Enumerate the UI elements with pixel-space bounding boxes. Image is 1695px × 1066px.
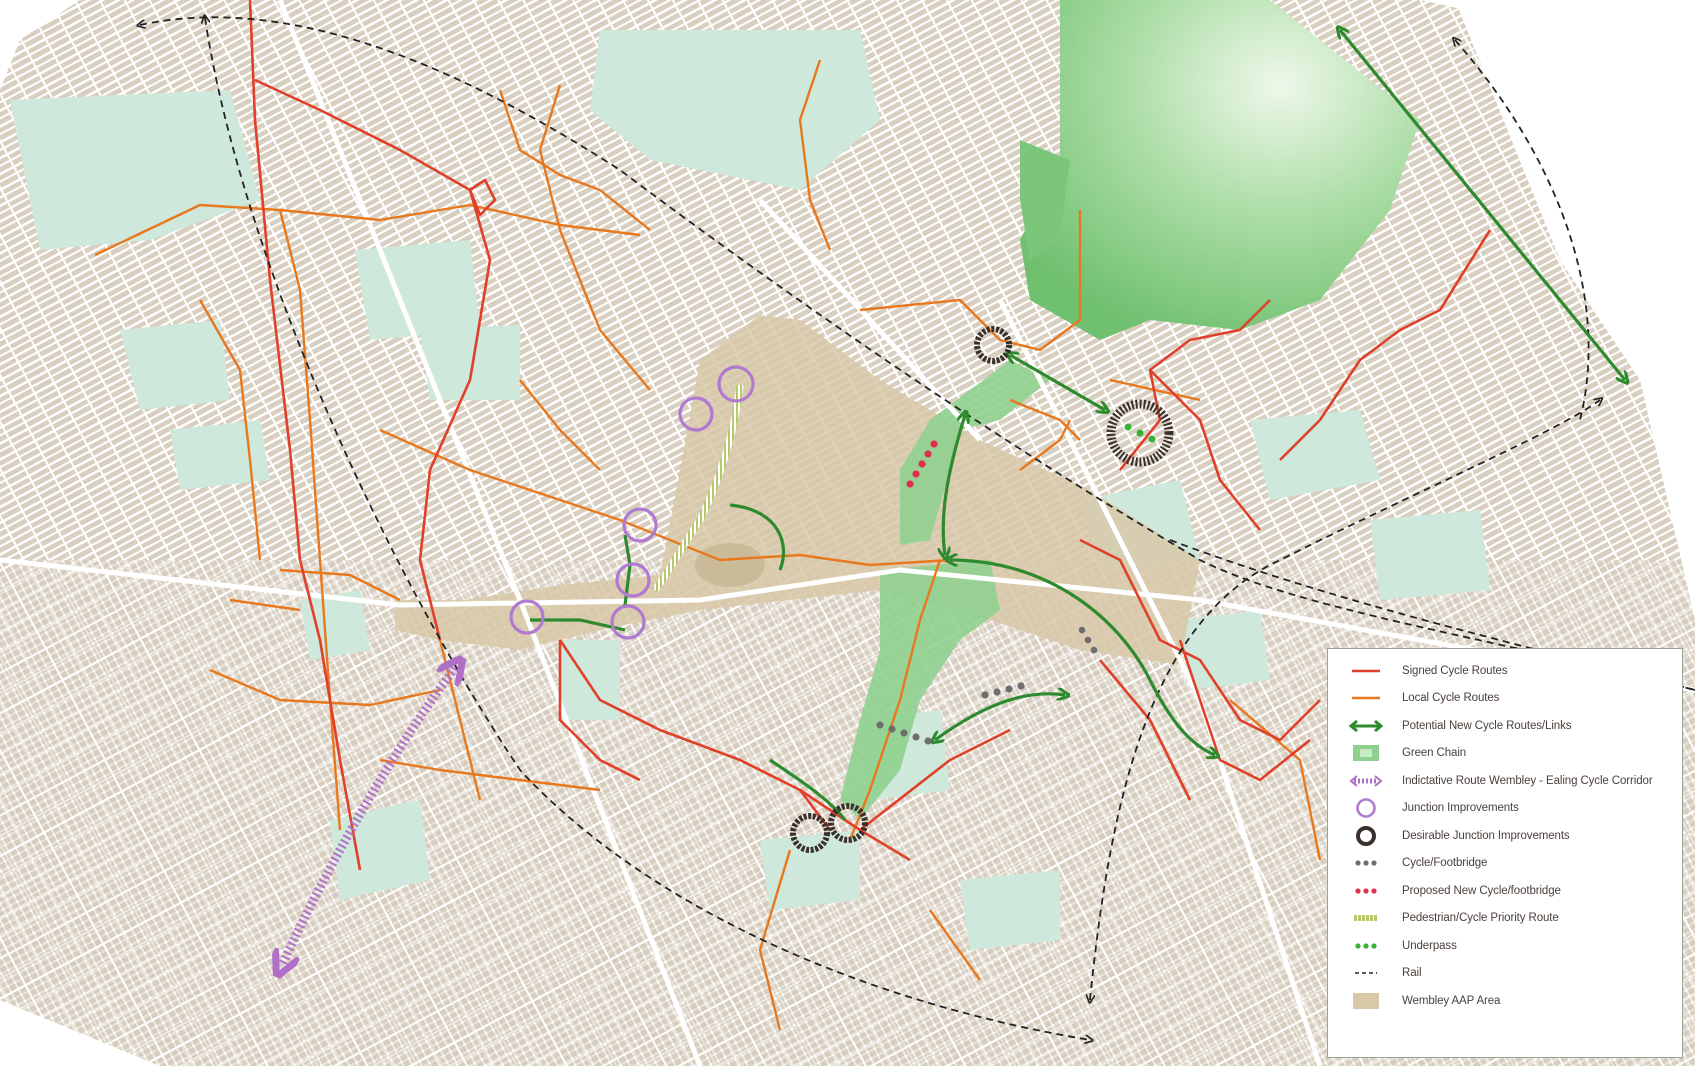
legend-label: Wembley AAP Area [1402, 994, 1501, 1007]
beige-square-icon [1346, 989, 1386, 1013]
red-line-icon [1346, 659, 1386, 683]
green-dots-icon [1346, 934, 1386, 958]
legend-item-desirable: Desirable Junction Improvements [1346, 822, 1672, 850]
junction-improvements [509, 365, 755, 640]
legend-item-green: Green Chain [1346, 740, 1672, 768]
legend-item-new: Potential New Cycle Routes/Links [1346, 712, 1672, 740]
legend-item-rail: Rail [1346, 960, 1672, 988]
orange-line-icon [1346, 686, 1386, 710]
legend-item-local: Local Cycle Routes [1346, 685, 1672, 713]
legend-label: Cycle/Footbridge [1402, 857, 1488, 870]
legend-label: Rail [1402, 967, 1422, 980]
map-border-bottomleft [0, 1000, 160, 1066]
legend-label: Green Chain [1402, 747, 1467, 760]
legend-item-proposed: Proposed New Cycle/footbridge [1346, 877, 1672, 905]
legend-item-signed: Signed Cycle Routes [1346, 657, 1672, 685]
cycle-footbridges [876, 626, 1098, 745]
purple-dotted-arrow-icon [1346, 769, 1386, 793]
purple-ring-icon [1346, 796, 1386, 820]
proposed-footbridge [906, 440, 938, 488]
legend-label: Pedestrian/Cycle Priority Route [1402, 912, 1559, 925]
legend-item-underpass: Underpass [1346, 932, 1672, 960]
hatched-line-icon [1346, 906, 1386, 930]
map-border-topleft [0, 0, 80, 90]
legend-label: Potential New Cycle Routes/Links [1402, 719, 1572, 732]
green-chain-north [1020, 0, 1420, 340]
red-dots-icon [1346, 879, 1386, 903]
legend-item-aap: Wembley AAP Area [1346, 987, 1672, 1015]
legend-label: Underpass [1402, 939, 1457, 952]
legend-item-footbridge: Cycle/Footbridge [1346, 850, 1672, 878]
legend-item-corridor: Indictative Route Wembley - Ealing Cycle… [1346, 767, 1672, 795]
legend-label: Desirable Junction Improvements [1402, 829, 1570, 842]
map-border-right [1455, 0, 1695, 620]
underpass [1124, 423, 1156, 443]
new-cycle-links [530, 30, 1625, 821]
legend-label: Signed Cycle Routes [1402, 664, 1508, 677]
dashed-line-icon [1346, 961, 1386, 985]
legend-label: Indictative Route Wembley - Ealing Cycle… [1402, 774, 1653, 787]
legend-item-junction: Junction Improvements [1346, 795, 1672, 823]
dark-ring-icon [1346, 824, 1386, 848]
priority-route [652, 384, 744, 593]
green-double-arrow-icon [1346, 714, 1386, 738]
desirable-junctions [790, 326, 1174, 853]
green-square-icon [1346, 741, 1386, 765]
stadium [695, 543, 765, 587]
map-legend: Signed Cycle Routes Local Cycle Routes P… [1327, 648, 1683, 1058]
grey-dots-icon [1346, 851, 1386, 875]
legend-label: Proposed New Cycle/footbridge [1402, 884, 1561, 897]
legend-label: Junction Improvements [1402, 802, 1519, 815]
legend-label: Local Cycle Routes [1402, 692, 1500, 705]
legend-item-priority: Pedestrian/Cycle Priority Route [1346, 905, 1672, 933]
